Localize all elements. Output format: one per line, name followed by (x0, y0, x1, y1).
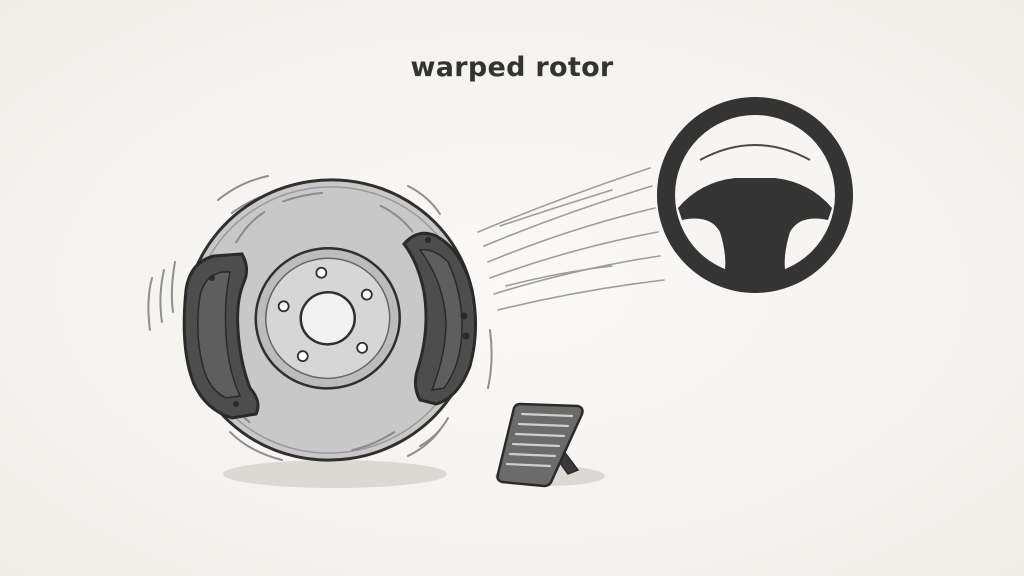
motion-lines (477, 167, 665, 311)
brake-rotor-icon (183, 178, 477, 462)
rotor-shadow (223, 460, 447, 488)
brake-caliper-icon (402, 231, 478, 406)
brake-caliper-icon (182, 252, 260, 420)
illustration-title: warped rotor (410, 52, 614, 83)
brake-pedal-icon (496, 402, 584, 488)
steering-wheel-icon (657, 97, 853, 293)
